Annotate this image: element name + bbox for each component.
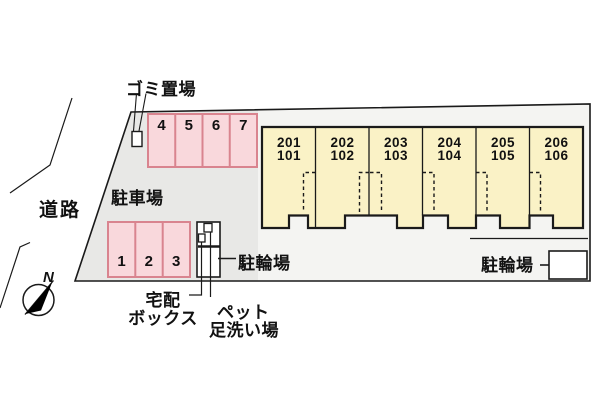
parking-space-3: 3 <box>172 253 181 270</box>
delivery-box-unit <box>197 233 206 243</box>
compass-n-label: N <box>43 269 54 286</box>
garbage-box-leader-lines <box>132 93 147 132</box>
garbage-box <box>131 130 143 148</box>
road-edge-lower-line <box>0 241 31 309</box>
delivery-box-label-line1: 宅配 <box>145 291 181 310</box>
bike-shelter-right <box>548 250 588 280</box>
unit-entry-dashed-paths <box>302 171 542 212</box>
unit-divider-walls <box>314 127 531 228</box>
parking-space-4: 4 <box>157 117 166 134</box>
bike-parking-left-label: 駐輪場 <box>238 254 291 273</box>
bike-parking-right-label: 駐輪場 <box>481 256 534 275</box>
parking-space-5: 5 <box>184 117 193 134</box>
pet-wash-label-line2: 足洗い場 <box>209 321 279 340</box>
delivery-box-label-line2: ボックス <box>128 309 198 328</box>
north-compass-icon <box>22 280 55 317</box>
lower-parking-row <box>107 221 191 278</box>
pet-wash-unit <box>203 222 213 233</box>
delivery-box-leader-line <box>189 242 203 296</box>
parking-space-2: 2 <box>144 253 153 270</box>
road-edge-upper-line <box>9 97 73 194</box>
parking-space-1: 1 <box>117 253 126 270</box>
road-label: 道路 <box>39 200 82 221</box>
garbage-area-label: ゴミ置場 <box>126 80 196 99</box>
pet-wash-label-line1: ペット <box>217 303 270 322</box>
parking-space-6: 6 <box>211 117 221 134</box>
upper-parking-row <box>147 113 258 168</box>
parking-lot-label: 駐車場 <box>111 189 164 208</box>
parking-space-7: 7 <box>239 117 248 134</box>
site-boundary-outline <box>73 103 591 282</box>
